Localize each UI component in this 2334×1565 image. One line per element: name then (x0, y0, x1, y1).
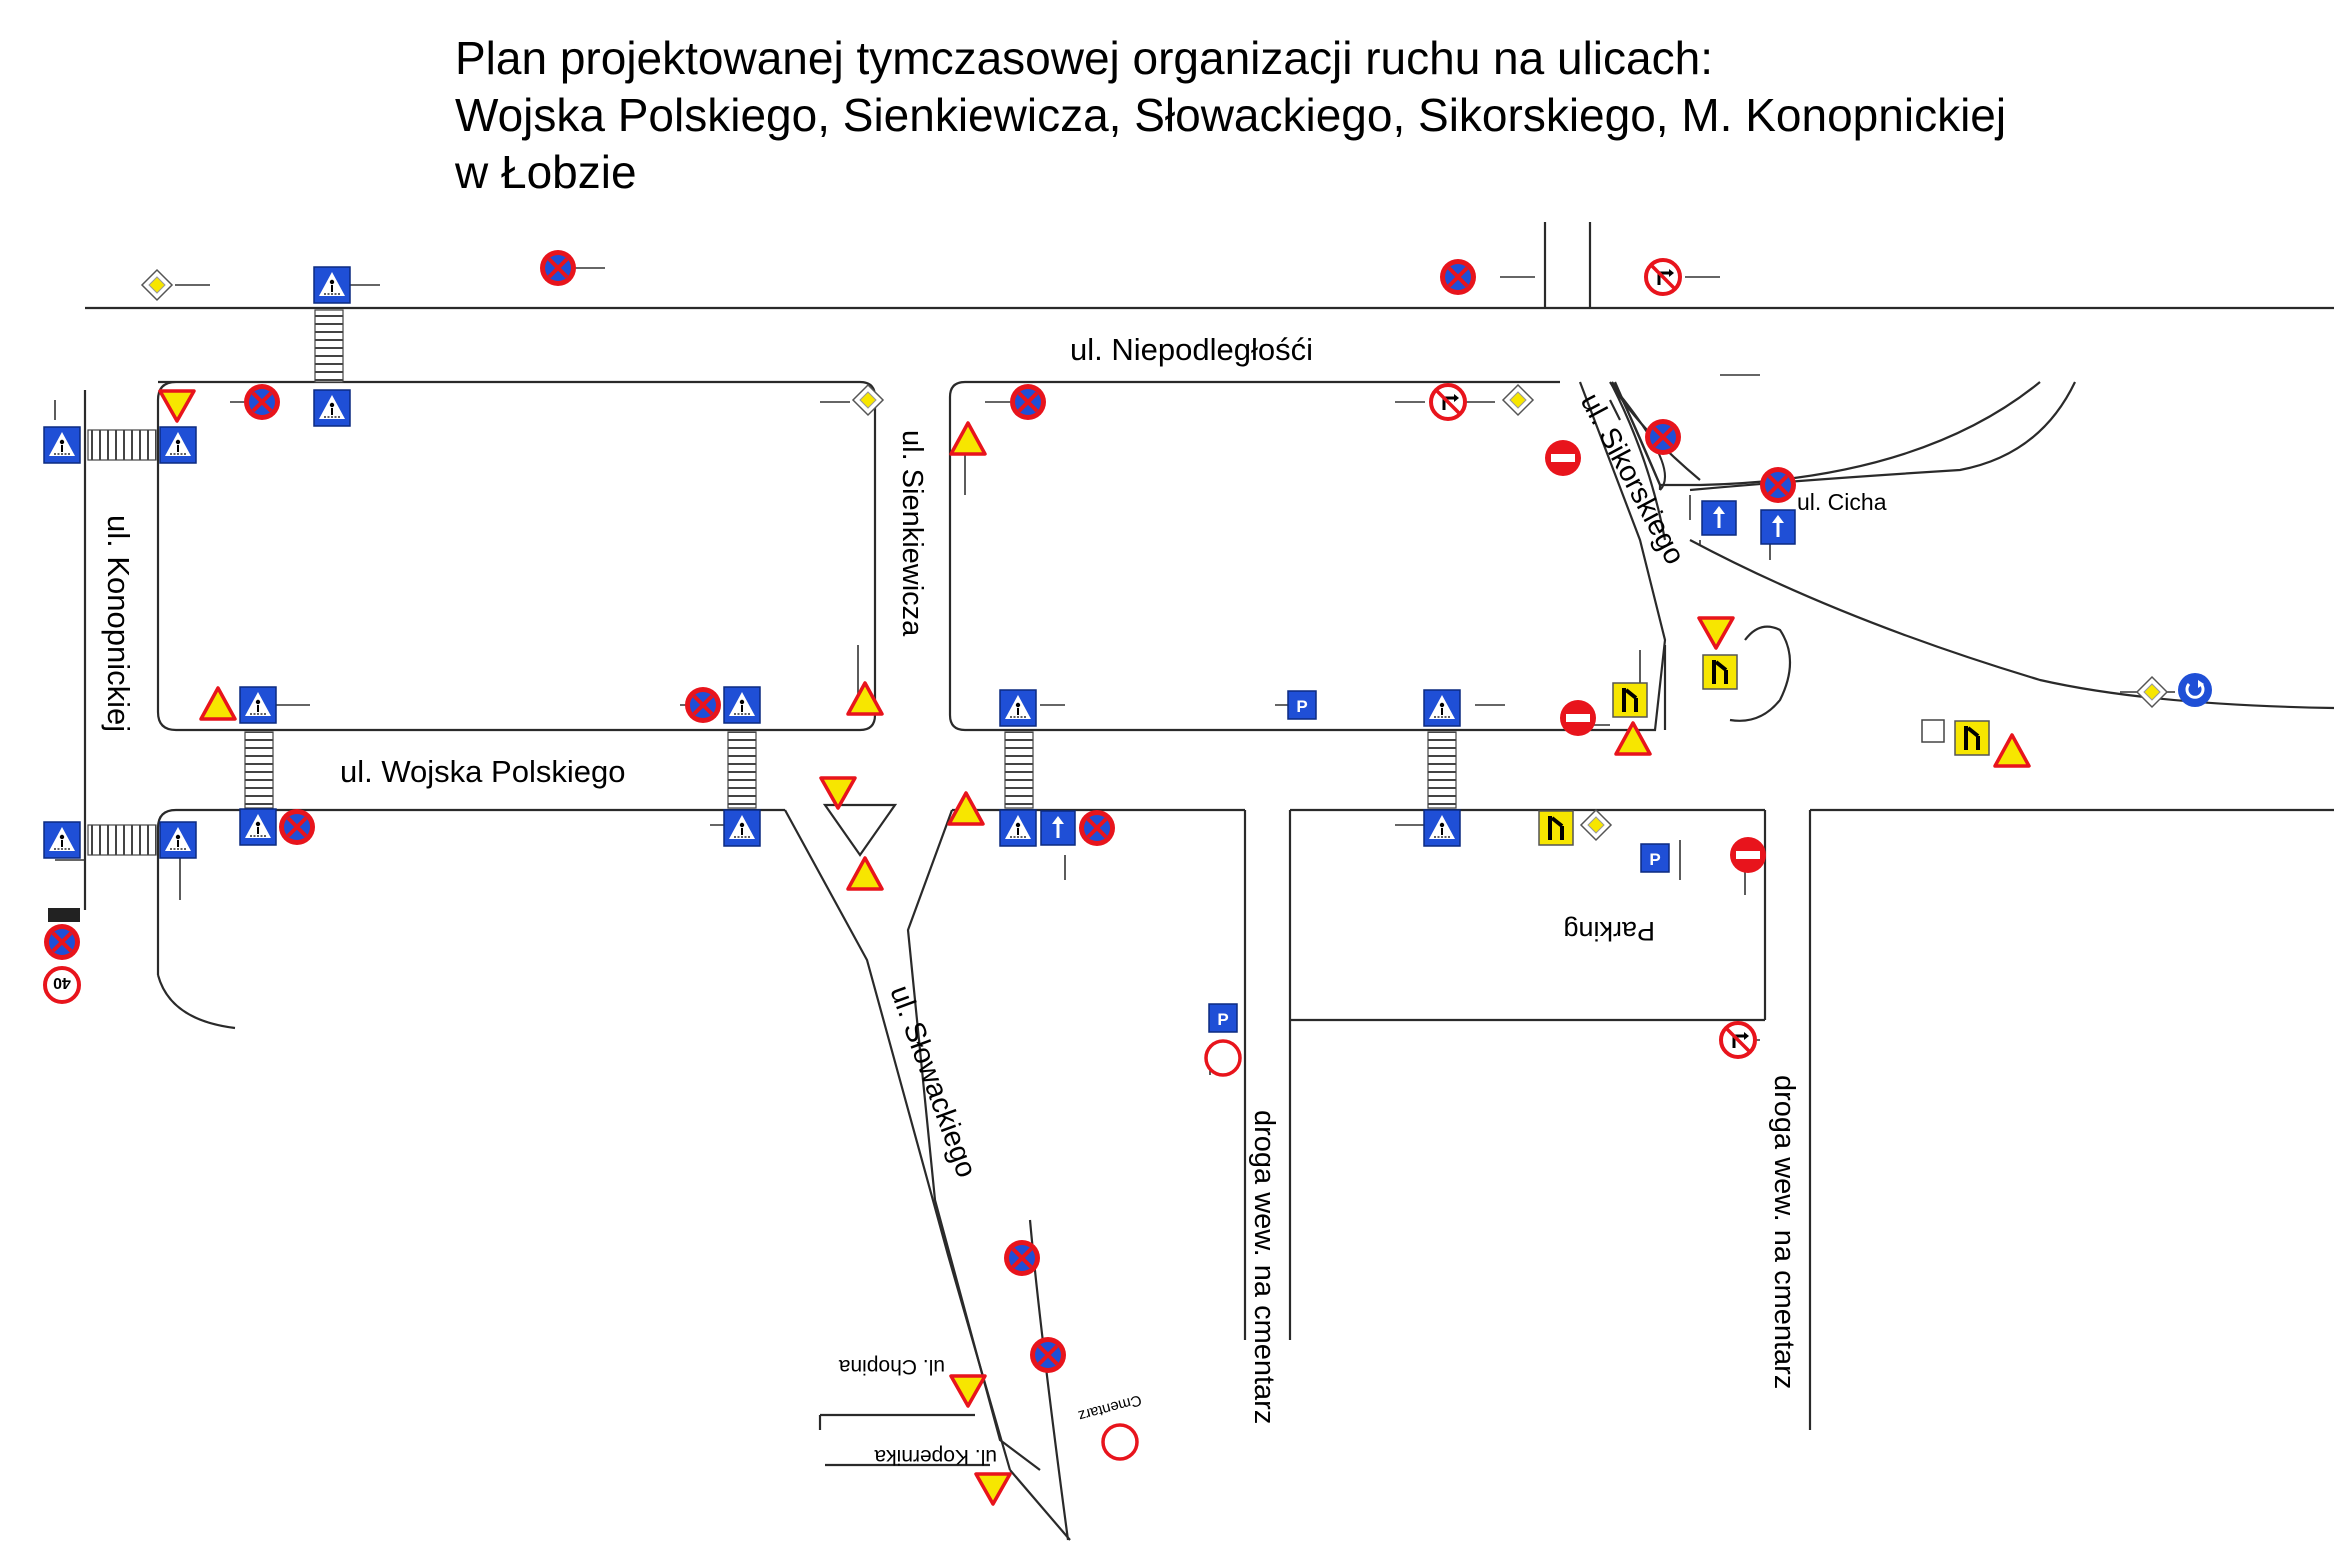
street-label-sienkiewicza: ul. Sienkiewicza (896, 430, 928, 637)
yield-icon (1697, 616, 1735, 650)
street-label-chopina: ul. Chopina (838, 1355, 945, 1378)
parking-label: Parking (1563, 916, 1655, 946)
main-road-icon (852, 384, 884, 416)
no-stopping-icon (42, 922, 82, 962)
no-stopping-icon (277, 807, 317, 847)
no-entry-icon (1730, 837, 1766, 873)
street-labels: ul. Niepodległośći ul. Konopnickiej ul. … (101, 332, 1887, 1468)
closed-road-group (1921, 719, 2031, 768)
yield-icon (819, 776, 857, 810)
crosswalk (1427, 731, 1457, 809)
one-way-icon (1700, 499, 1738, 537)
no-stopping-icon (1077, 808, 1117, 848)
pedestrian-crossing-icon (159, 426, 197, 464)
pedestrian-crossing-icon (43, 821, 81, 859)
closed-road-icon (1204, 1039, 1242, 1077)
pedestrian-crossing-icon (1423, 689, 1461, 727)
speed-limit-icon: 40 (43, 966, 81, 1004)
sign-posts (54, 267, 2175, 1075)
warning-icon (846, 856, 884, 891)
crosswalk (1004, 731, 1034, 809)
lane-change-icon (1953, 719, 1991, 757)
plate-icon (48, 908, 80, 922)
no-stopping-icon (1758, 465, 1798, 505)
closed-road-icon (1101, 1423, 1139, 1461)
pedestrian-crossing-icon (313, 266, 351, 304)
no-stopping-icon (1438, 257, 1478, 297)
one-way-icon (1039, 809, 1077, 847)
street-label-droga-2: droga wew. na cmentarz (1768, 1075, 1800, 1389)
title-line-2: Wojska Polskiego, Sienkiewicza, Słowacki… (455, 89, 2007, 141)
roundabout-icon (2176, 671, 2214, 709)
no-turn-icon (1429, 383, 1467, 421)
street-label-cmentarz: Cmentarz (1076, 1391, 1143, 1424)
map-title: Plan projektowanej tymczasowej organizac… (455, 30, 2006, 201)
lane-change-icon (1701, 653, 1739, 691)
street-label-droga-1: droga wew. na cmentarz (1248, 1110, 1280, 1424)
no-stopping-icon (683, 685, 723, 725)
street-label-wojska-polskiego: ul. Wojska Polskiego (340, 754, 625, 789)
crosswalks (87, 309, 1457, 856)
traffic-signs: 40 (42, 248, 2214, 1506)
pedestrian-crossing-icon (999, 809, 1037, 847)
no-stopping-icon (1643, 417, 1683, 457)
no-stopping-icon (538, 248, 578, 288)
no-entry-icon (1560, 700, 1596, 736)
main-road-icon (2136, 676, 2168, 708)
no-turn-icon (1644, 258, 1682, 296)
pedestrian-crossing-icon (239, 808, 277, 846)
road-network (83, 222, 2334, 1541)
parking-icon (1287, 690, 1317, 720)
street-label-cicha: ul. Cicha (1797, 489, 1887, 515)
warning-icon (846, 681, 884, 716)
no-stopping-icon (242, 382, 282, 422)
lane-change-icon (1611, 681, 1649, 719)
crosswalk (727, 731, 757, 809)
crosswalk (87, 429, 157, 461)
yield-icon (949, 1374, 987, 1408)
crosswalk (314, 309, 344, 383)
parking-icon (1208, 1003, 1238, 1033)
pedestrian-crossing-icon (723, 686, 761, 724)
speed-limit-label: 40 (53, 974, 71, 991)
title-line-1: Plan projektowanej tymczasowej organizac… (455, 32, 1713, 84)
main-road-icon (141, 269, 173, 301)
pedestrian-crossing-icon (723, 809, 761, 847)
crosswalk (87, 824, 157, 856)
pedestrian-crossing-icon (1423, 809, 1461, 847)
main-road-icon (1502, 384, 1534, 416)
no-stopping-icon (1002, 1238, 1042, 1278)
no-stopping-icon (1008, 382, 1048, 422)
pedestrian-crossing-icon (999, 689, 1037, 727)
street-label-slowackiego: ul. Słowackiego (883, 981, 982, 1181)
yield-icon (158, 389, 196, 423)
title-line-3: w Łobzie (455, 146, 637, 198)
warning-icon (199, 686, 237, 721)
main-road-icon (1580, 809, 1612, 841)
one-way-icon (1759, 508, 1797, 546)
pedestrian-crossing-icon (159, 821, 197, 859)
street-label-konopnickiej: ul. Konopnickiej (101, 515, 136, 732)
warning-icon (947, 791, 985, 826)
street-label-niepodleglosci: ul. Niepodległośći (1070, 332, 1313, 367)
pedestrian-crossing-icon (239, 686, 277, 724)
street-label-sikorskiego: ul. Sikorskiego (1574, 388, 1691, 570)
no-stopping-icon (1028, 1335, 1068, 1375)
warning-icon (1993, 733, 2031, 768)
no-entry-icon (1545, 440, 1581, 476)
yield-icon (974, 1472, 1012, 1506)
lane-change-icon (1537, 809, 1575, 847)
no-turn-icon (1719, 1021, 1757, 1059)
pedestrian-crossing-icon (313, 389, 351, 427)
crosswalk (244, 731, 274, 809)
warning-icon (1614, 721, 1652, 756)
street-label-kopernika: ul. Kopernika (874, 1445, 997, 1468)
parking-icon (1640, 843, 1670, 873)
warning-icon (949, 421, 987, 456)
pedestrian-crossing-icon (43, 426, 81, 464)
